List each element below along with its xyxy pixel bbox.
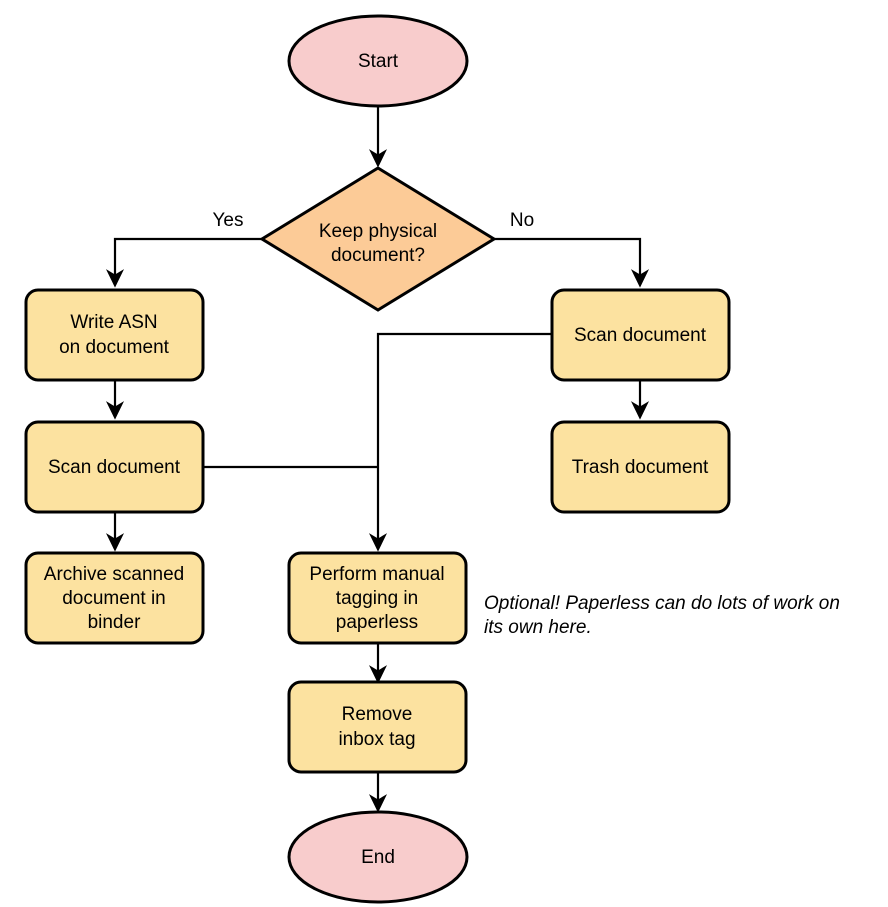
write-asn-rect (24, 288, 205, 382)
archive-label-line2: document in (62, 588, 166, 609)
archive-rect (24, 551, 205, 645)
edge-scan-right-to-tagging (368, 332, 552, 552)
node-write-asn-on-document[interactable]: Write ASN on document (24, 288, 205, 382)
remove-inbox-rect (287, 680, 468, 774)
end-ellipse (287, 810, 469, 904)
node-remove-inbox-tag[interactable]: Remove inbox tag (287, 680, 468, 774)
archive-label-line3: binder (88, 612, 141, 633)
annotation-note: Optional! Paperless can do lots of work … (484, 593, 840, 638)
tagging-rect (287, 551, 468, 645)
edge-label-no: No (510, 210, 534, 231)
tagging-label-line3: paperless (336, 612, 418, 633)
decision-label-line1: Keep physical (319, 221, 437, 242)
decision-diamond (259, 166, 497, 312)
scan-right-label: Scan document (574, 325, 707, 346)
scan-right-rect (550, 288, 731, 382)
edge-decision-no-to-scan-right (494, 237, 650, 288)
start-ellipse (287, 14, 469, 108)
start-label: Start (358, 51, 399, 72)
archive-label-line1: Archive scanned (44, 564, 184, 585)
trash-rect (550, 420, 731, 514)
remove-inbox-label-line2: inbox tag (338, 729, 415, 750)
annotation-line2: its own here. (484, 617, 592, 638)
scan-left-rect (24, 420, 205, 514)
tagging-label-line2: tagging in (336, 588, 418, 609)
node-end[interactable]: End (287, 810, 469, 904)
remove-inbox-label-line1: Remove (342, 704, 413, 725)
node-archive-scanned-document[interactable]: Archive scanned document in binder (24, 551, 205, 645)
edge-label-yes: Yes (213, 210, 244, 231)
annotation-line1: Optional! Paperless can do lots of work … (484, 593, 840, 614)
node-trash-document[interactable]: Trash document (550, 420, 731, 514)
node-scan-document-right[interactable]: Scan document (550, 288, 731, 382)
end-label: End (361, 847, 395, 868)
tagging-label-line1: Perform manual (309, 564, 444, 585)
edge-decision-yes-to-write-asn (105, 237, 262, 288)
node-decision-keep-physical-document[interactable]: Keep physical document? (259, 166, 497, 312)
scan-left-label: Scan document (48, 457, 181, 478)
node-scan-document-left[interactable]: Scan document (24, 420, 205, 514)
trash-label: Trash document (572, 457, 709, 478)
node-start[interactable]: Start (287, 14, 469, 108)
decision-label-line2: document? (331, 245, 425, 266)
node-perform-manual-tagging[interactable]: Perform manual tagging in paperless (287, 551, 468, 645)
write-asn-label-line2: on document (59, 337, 170, 358)
write-asn-label-line1: Write ASN (70, 312, 157, 333)
